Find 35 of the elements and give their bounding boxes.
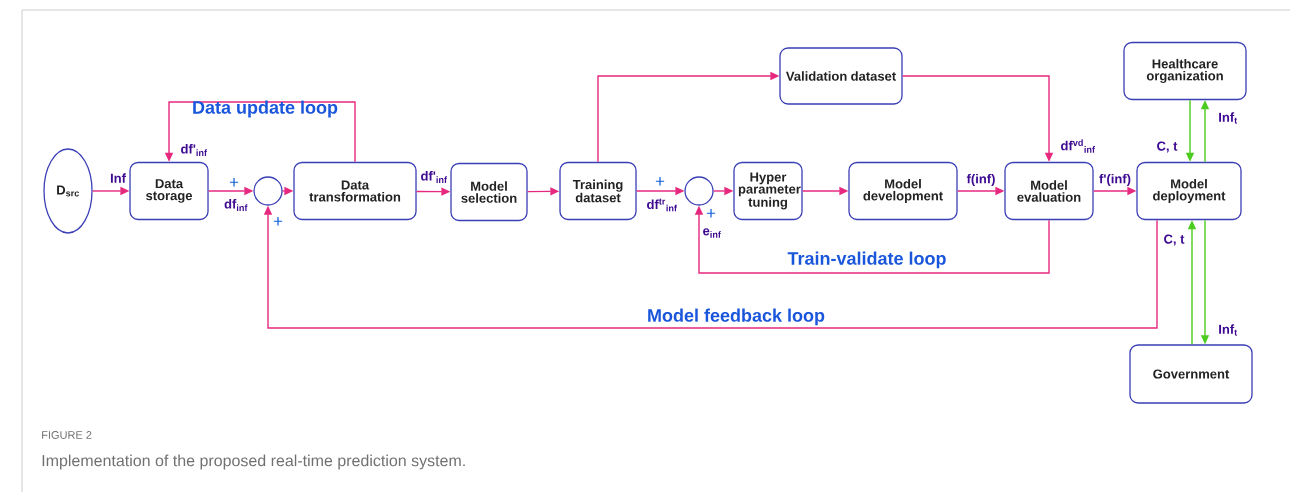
process-box: Hyper parameter tuning [733,161,803,221]
edge-label: C, t [1157,141,1178,153]
summing-circle [253,176,283,206]
plus-sign: + [273,217,283,226]
edge-label: e$_{inf}$ [703,228,721,238]
process-box: Model development [848,161,958,221]
process-box: Government [1129,344,1253,404]
edge-label: df'$_{inf}$ [181,144,207,156]
process-box: Model selection [450,162,528,222]
process-box: Data transformation [293,161,417,221]
edge-label: df$^{vd}$inf [1061,139,1095,153]
caption: Implementation of the proposed real-time prediction system. [42,454,465,470]
process-box: Training dataset [559,161,637,221]
edge-label: f'(inf) [1099,173,1131,187]
process-box: Validation dataset [779,47,903,105]
loop-label: Data update loop [193,100,338,118]
figure-number: FIGURE 2 [42,431,92,439]
loop-label: Train-validate loop [787,251,946,269]
edge-label: df$^{tr}$inf [647,198,677,212]
edge-label: df'$_{inf}$ [421,171,447,183]
process-box: Model evaluation [1004,161,1094,221]
process-box: Healthcare organization [1123,41,1247,101]
loop-label: Model feedback loop [648,308,825,326]
edge-label: C, t [1164,234,1185,246]
edge-label: f(inf) [966,173,995,187]
process-box: Data storage [129,161,209,221]
plus-sign: + [655,177,665,186]
plus-sign: + [706,209,716,218]
summing-circle [684,176,714,206]
edge-label: df$_{inf}$ [224,199,248,211]
edge-label: Inf$_{t}$ [1219,324,1238,336]
process-box: Model deployment [1136,161,1242,221]
plus-sign: + [229,178,239,187]
edge-label: Inf$_{t}$ [1219,112,1238,124]
edge-label: Inf [110,173,126,183]
